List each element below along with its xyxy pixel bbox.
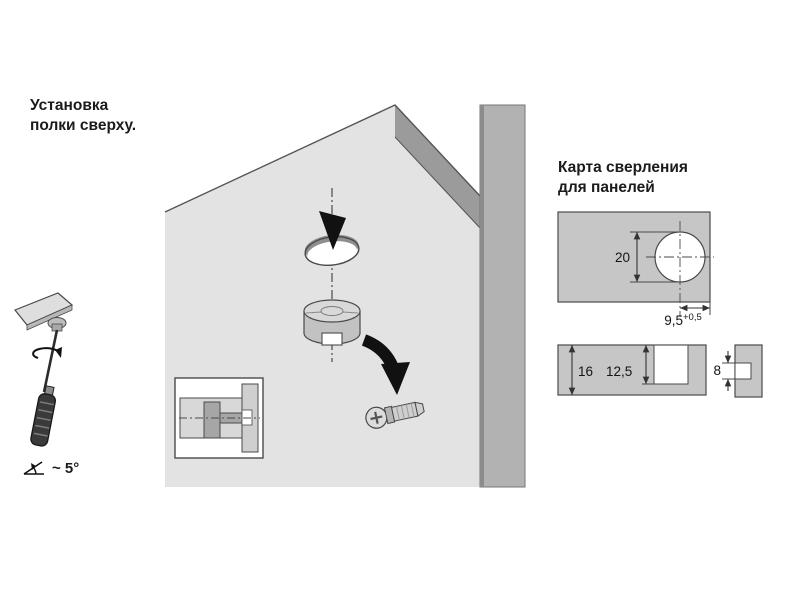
panel-edge-line xyxy=(394,136,481,229)
bolt-hole xyxy=(735,362,752,380)
side-panel-bar xyxy=(479,104,526,488)
panel-outline xyxy=(164,104,481,213)
screwdriver-shaft xyxy=(42,329,59,393)
caption-drill-line2: для панелей xyxy=(558,178,655,196)
detail-inset xyxy=(174,377,264,459)
drill-pocket xyxy=(653,345,689,385)
mini-panel xyxy=(14,292,74,331)
drill-map-side-view: 16 12,5 8 xyxy=(557,344,763,398)
inset-cam-section xyxy=(203,401,221,439)
drill-hole xyxy=(304,234,360,266)
shelf-panel-edge xyxy=(395,105,480,228)
connecting-bolt xyxy=(365,401,425,429)
assembly-scene xyxy=(164,104,526,488)
drill-map-top-view: 20 9,5+0,5 xyxy=(557,211,714,328)
angle-value: ~ 5° xyxy=(52,459,80,477)
dim-side-hole: 8 xyxy=(713,363,721,378)
angle-note: ~ 5° xyxy=(22,459,79,477)
screwdriver-handle xyxy=(30,385,56,447)
insertion-arrow xyxy=(319,211,346,250)
cam-front-slot xyxy=(321,332,343,346)
dim-drill-depth: 12,5 xyxy=(606,364,632,379)
dim-edge-distance: 9,5+0,5 xyxy=(664,312,702,328)
mini-cam-fitting xyxy=(47,317,67,332)
rotation-arrow-icon xyxy=(32,347,62,359)
direction-arrow xyxy=(361,334,410,395)
caption-install-line2: полки сверху. xyxy=(30,116,137,134)
caption-install-shelf: Установка полки сверху. xyxy=(30,96,136,136)
caption-drill-line1: Карта сверления xyxy=(558,159,688,176)
drilling-map: 20 9,5+0,5 16 12,5 8 xyxy=(557,211,763,398)
screwdriver-illustration xyxy=(14,292,74,447)
dim-panel-thickness: 16 xyxy=(578,364,593,379)
angle-icon xyxy=(23,461,44,475)
caption-install-line1: Установка xyxy=(30,97,109,114)
caption-drilling-map: Карта сверления для панелей xyxy=(558,158,688,198)
dim-hole-diameter: 20 xyxy=(615,250,630,265)
cam-connector xyxy=(303,299,361,346)
